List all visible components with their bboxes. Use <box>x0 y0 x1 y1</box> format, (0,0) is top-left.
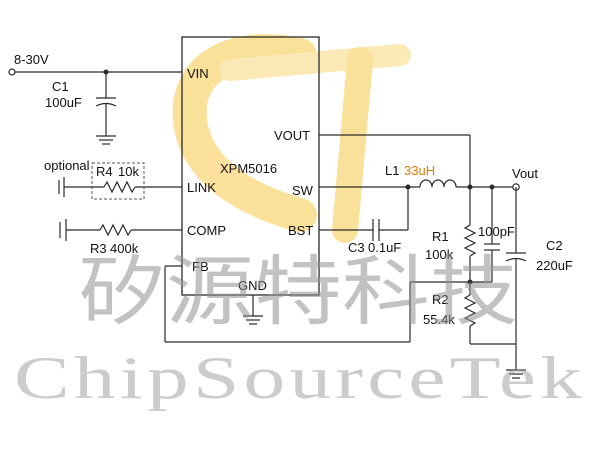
inductor-l1 <box>419 179 457 188</box>
r4-value-label: 10k <box>118 164 139 179</box>
resistor-r2 <box>463 282 477 344</box>
ic-body <box>181 36 320 296</box>
optional-label: optional <box>44 158 90 173</box>
capacitor-c2 <box>505 187 527 344</box>
capacitor-c3 <box>319 187 409 241</box>
pin-link-label: LINK <box>187 180 216 195</box>
r1-value-label: 100k <box>425 247 454 262</box>
watermark-chinese: 矽源特科技 <box>78 247 518 336</box>
c1-ref-label: C1 <box>52 79 69 94</box>
resistor-r4 <box>58 162 182 200</box>
c2-value-label: 220uF <box>536 258 573 273</box>
c3-value-label: 0.1uF <box>368 240 401 255</box>
r4-ref-label: R4 <box>96 164 113 179</box>
ic-name-label: XPM5016 <box>220 161 277 176</box>
output-ground <box>470 343 526 379</box>
pin-bst-label: BST <box>288 223 313 238</box>
resistor-r3 <box>59 219 182 241</box>
r3-value-label: 400k <box>110 241 139 256</box>
r2-value-label: 55.4k <box>423 312 455 327</box>
pin-gnd-label: GND <box>238 278 267 293</box>
resistor-r1 <box>463 187 477 282</box>
pin-vin-label: VIN <box>187 66 209 81</box>
cff-value-label: 100pF <box>478 224 515 239</box>
capacitor-c1 <box>95 72 117 145</box>
c2-ref-label: C2 <box>546 238 563 253</box>
input-terminal <box>8 68 16 76</box>
logo-watermark <box>172 34 411 243</box>
l1-value-label: 33uH <box>404 163 435 178</box>
pin-comp-label: COMP <box>187 223 226 238</box>
c3-ref-label: C3 <box>348 240 365 255</box>
input-voltage-label: 8-30V <box>14 52 49 67</box>
pin-fb-label: FB <box>192 259 209 274</box>
feedback-net <box>164 265 470 343</box>
watermark-english: ChipSourceTek <box>14 345 586 411</box>
capacitor-feedforward <box>470 187 500 283</box>
vout-label: Vout <box>512 166 538 181</box>
c1-value-label: 100uF <box>45 95 82 110</box>
r3-ref-label: R3 <box>90 241 107 256</box>
ic-ground <box>243 295 263 325</box>
r2-ref-label: R2 <box>432 292 449 307</box>
l1-ref-label: L1 <box>385 163 399 178</box>
pin-vout-label: VOUT <box>274 128 310 143</box>
r1-ref-label: R1 <box>432 229 449 244</box>
pin-sw-label: SW <box>292 183 314 198</box>
